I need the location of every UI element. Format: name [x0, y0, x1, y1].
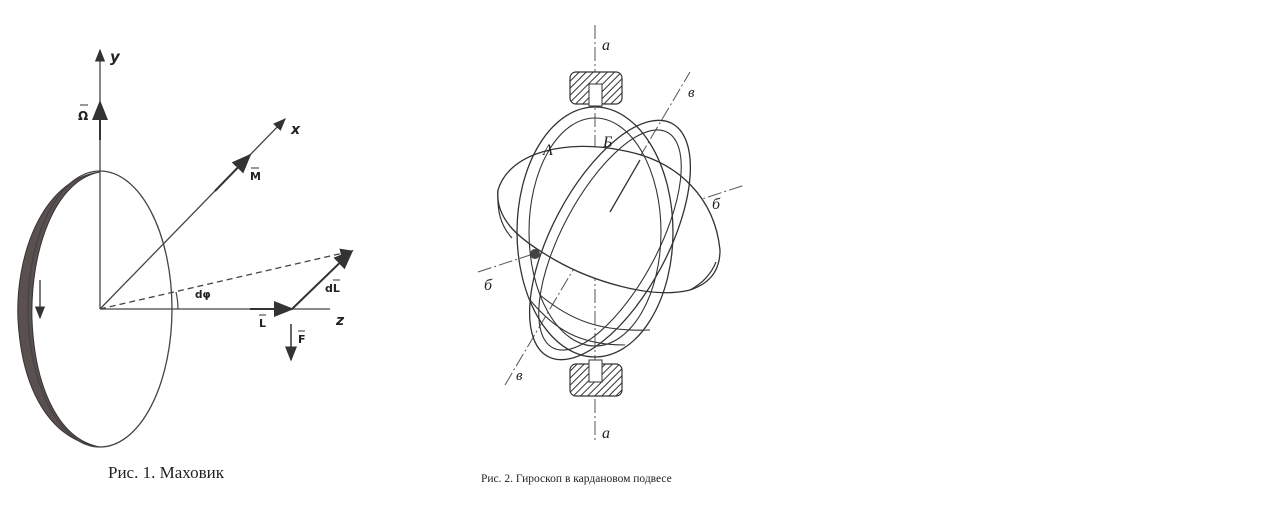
dL-vector	[291, 249, 354, 310]
pivot-point	[530, 249, 540, 259]
x-axis-label: x	[290, 122, 301, 138]
figure1-caption: Рис. 1. Маховик	[108, 463, 224, 482]
top-bearing-pin	[588, 83, 603, 107]
flywheel-figure: y Ω x M z L dL dφ F	[17, 48, 354, 448]
axis-a-bottom-label: а	[602, 425, 610, 442]
moment-vector	[214, 153, 252, 192]
moment-label: M	[250, 170, 261, 183]
axis-v-top-label: в	[688, 85, 695, 101]
figure2-caption: Рис. 2. Гироскоп в кардановом подвесе	[481, 473, 672, 485]
inner-gimbal-ring	[528, 119, 692, 361]
flywheel-rim	[17, 171, 101, 448]
y-axis-label: y	[110, 48, 121, 66]
dphi-label: dφ	[195, 289, 211, 301]
x-axis	[99, 118, 286, 310]
axis-a-top-label: а	[602, 37, 610, 54]
rotor	[497, 145, 721, 294]
axis-b-left-label: б	[484, 277, 493, 294]
axis-v-bottom-label: в	[516, 368, 523, 384]
dphi-arc	[175, 291, 179, 310]
axis-b-right-label: б	[712, 196, 721, 213]
ring-A-label: А	[542, 142, 553, 159]
ring-B-label: Б	[602, 134, 613, 151]
gyroscope-figure: а а в в б б А Б	[477, 25, 746, 442]
z-axis-label: z	[335, 313, 345, 329]
new-L-direction	[99, 248, 354, 310]
bottom-bearing-pin	[588, 359, 603, 383]
dL-label: dL	[325, 282, 340, 295]
outer-gimbal-ring	[516, 106, 674, 358]
omega-label: Ω	[78, 109, 88, 123]
L-label: L	[259, 317, 266, 330]
F-label: F	[298, 333, 306, 346]
